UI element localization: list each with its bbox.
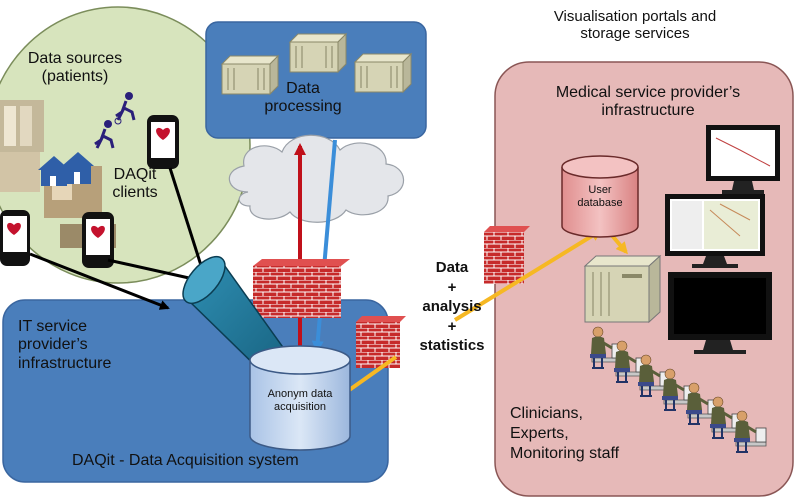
medical-provider-label: Medical service provider’s infrastructur… bbox=[555, 84, 741, 120]
firewall-icon bbox=[484, 226, 530, 284]
data-processing-label: Data processing bbox=[264, 80, 342, 116]
anonym-data-label: Anonym data acquisition bbox=[267, 388, 333, 413]
phone-icon bbox=[82, 212, 114, 268]
monitor-icon bbox=[668, 272, 772, 354]
viz-portals-title: Visualisation portals and storage servic… bbox=[553, 8, 717, 43]
firewall-icon bbox=[253, 259, 350, 318]
data-sources-label: Data sources (patients) bbox=[27, 50, 123, 86]
data-analysis-statistics-label: Data + analysis + statistics bbox=[419, 259, 485, 354]
phone-icon bbox=[0, 210, 30, 266]
user-database-label: User database bbox=[577, 184, 623, 209]
daqit-clients-label: DAQit clients bbox=[112, 166, 158, 202]
server-rack-icon bbox=[583, 254, 662, 324]
monitor-icon bbox=[706, 125, 780, 194]
firewall-icon bbox=[356, 316, 406, 368]
patient-photos bbox=[0, 100, 116, 248]
phone-icon bbox=[147, 115, 179, 169]
runner-icon bbox=[94, 92, 136, 149]
cloud-icon bbox=[228, 134, 405, 223]
daqit-system-label: DAQit - Data Acquisition system bbox=[72, 452, 299, 469]
it-provider-label: IT service provider’s infrastructure bbox=[18, 318, 112, 372]
anonym-data-cylinder bbox=[249, 345, 351, 451]
user-database-icon bbox=[561, 155, 639, 238]
monitor-icon bbox=[665, 194, 765, 268]
clinicians-label: Clinicians, Experts, Monitoring staff bbox=[510, 405, 620, 462]
house-icon bbox=[38, 152, 94, 186]
client-arrows bbox=[29, 167, 208, 310]
